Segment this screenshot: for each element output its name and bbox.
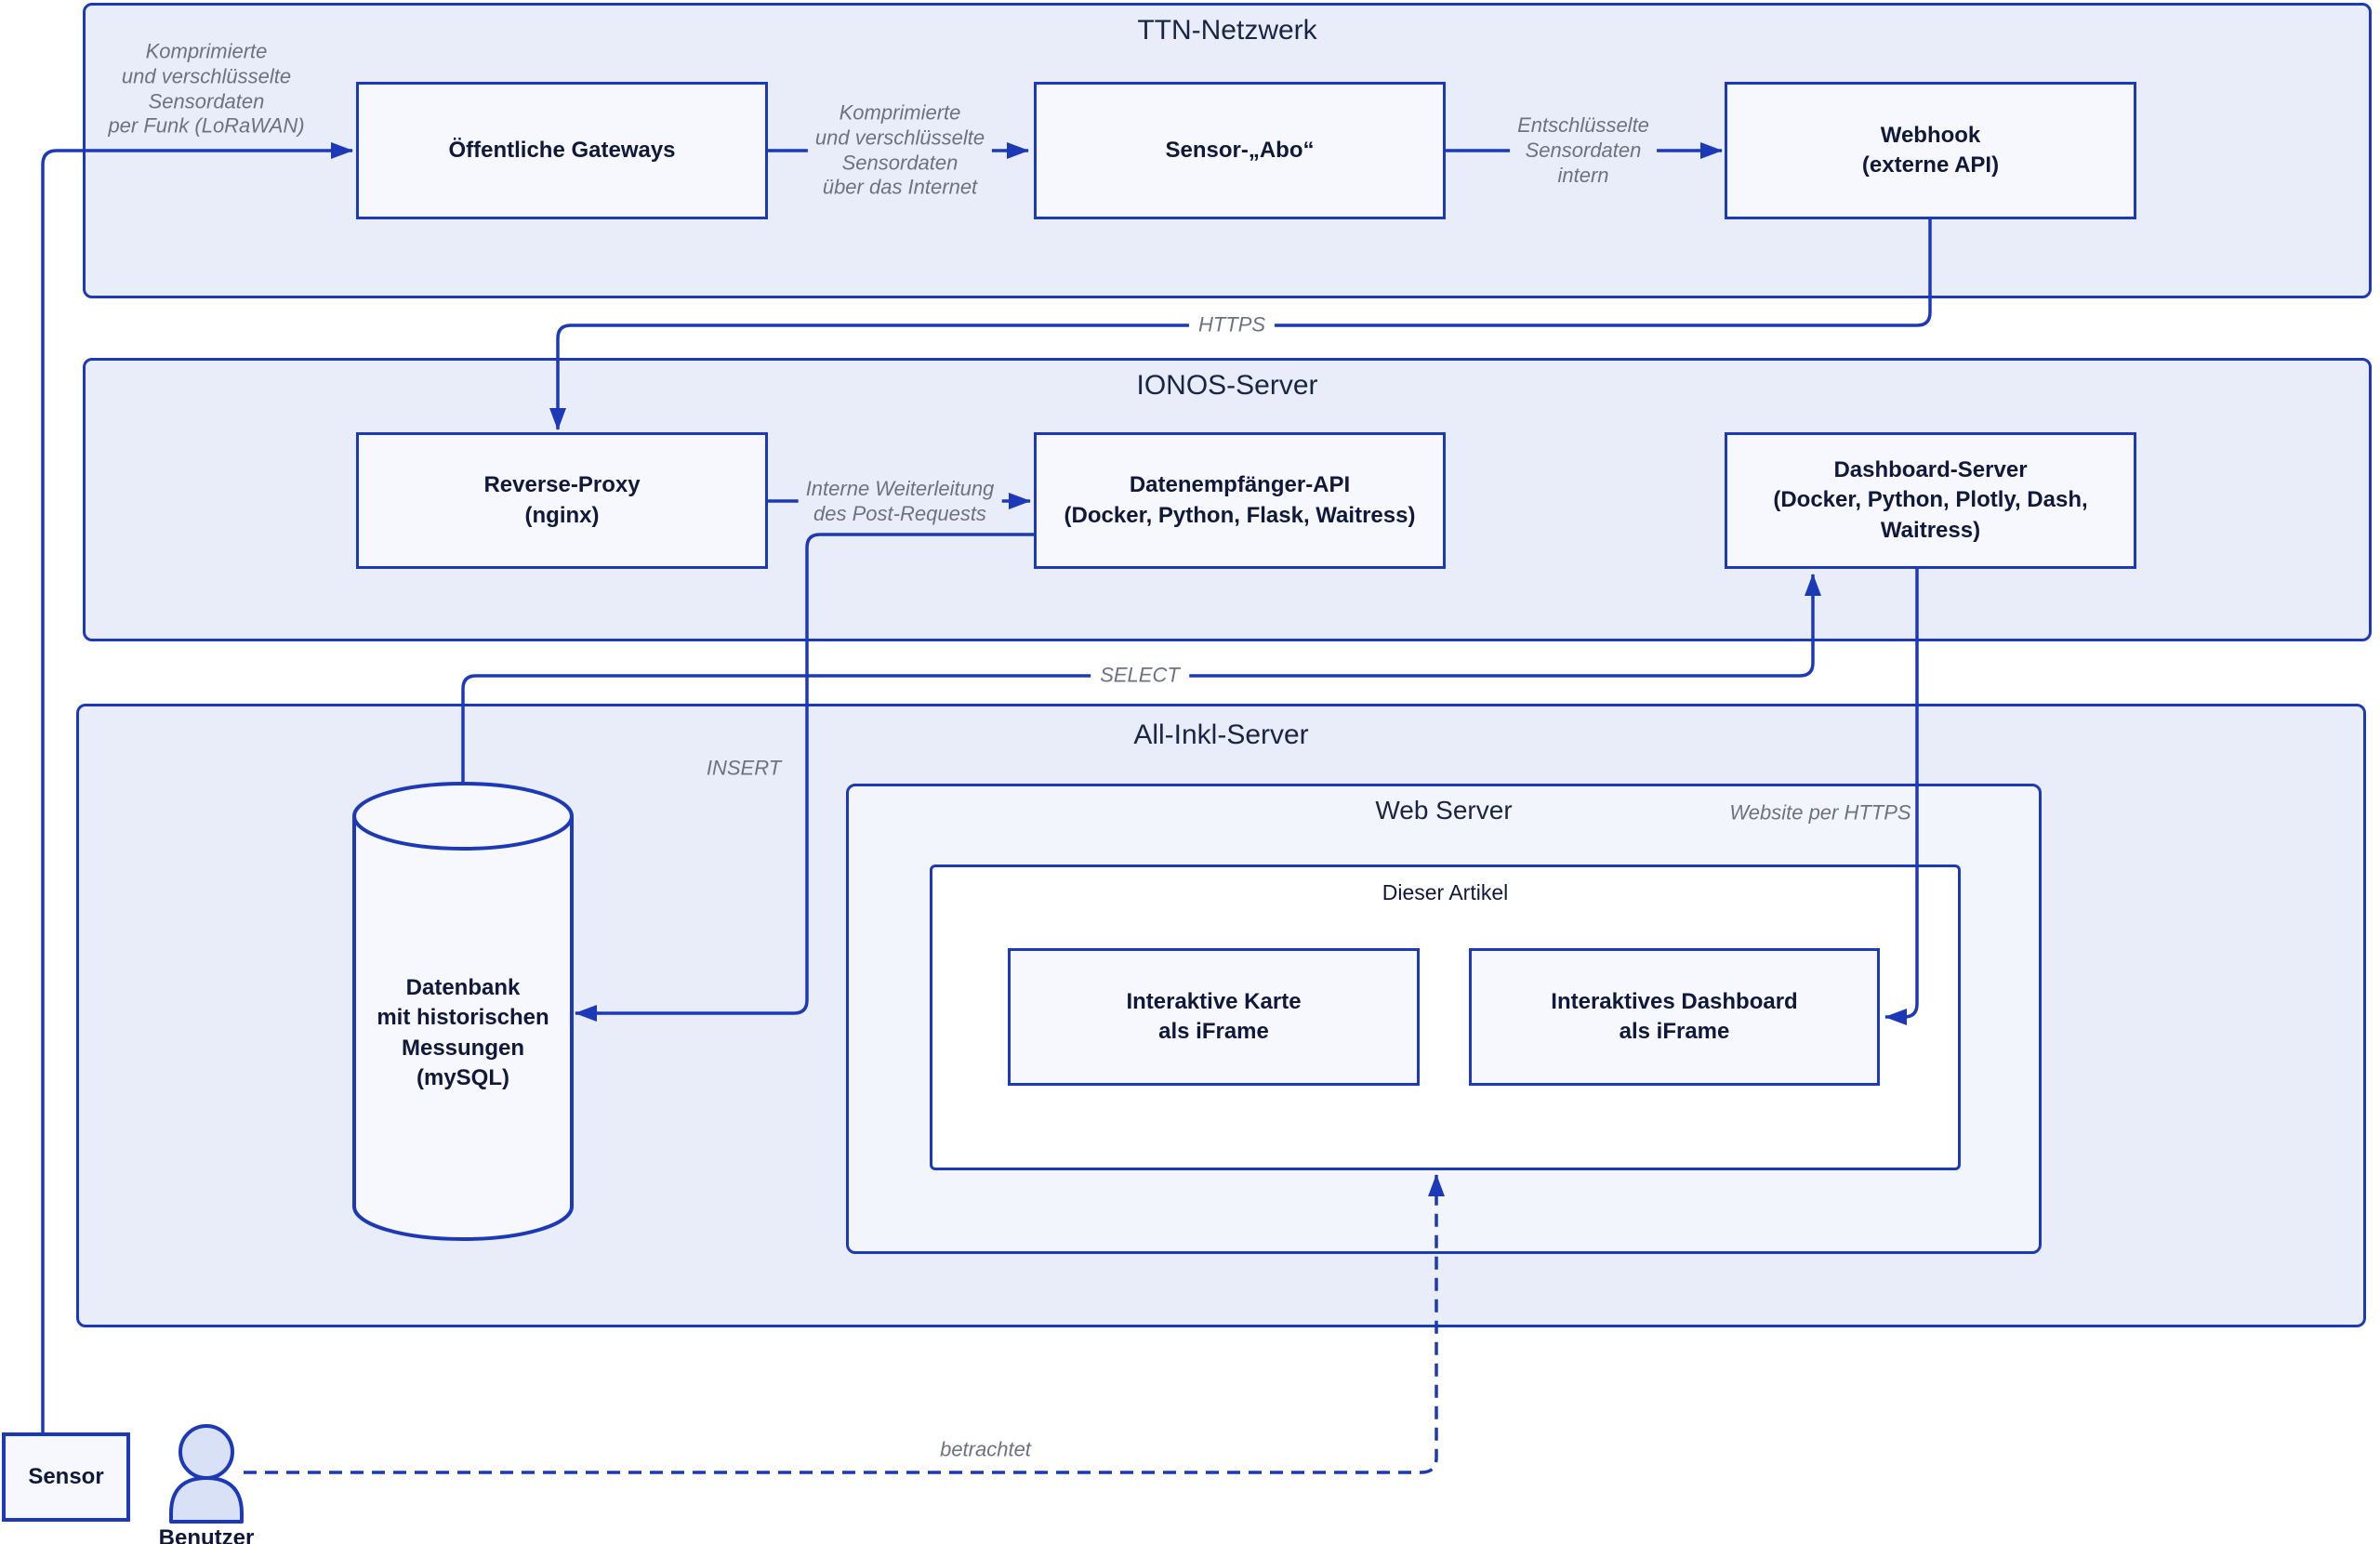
container-ionos-title: IONOS-Server: [1136, 370, 1318, 401]
edge-label-website-https: Website per HTTPS: [1729, 800, 1911, 825]
node-sensor-label: Sensor: [28, 1463, 104, 1489]
node-webhook-label: Webhook (externe API): [1861, 122, 2000, 178]
node-webhook: Webhook (externe API): [1725, 82, 2136, 219]
user-icon-body: [169, 1476, 244, 1524]
node-proxy-label: Reverse-Proxy (nginx): [483, 472, 641, 528]
database-cylinder-body: [352, 782, 574, 1241]
database-cylinder: [352, 782, 574, 1241]
edge-label-weiterleitung: Interne Weiterleitung des Post-Requests: [798, 476, 1002, 528]
node-datenempfaenger-api: Datenempfänger-API (Docker, Python, Flas…: [1034, 432, 1446, 569]
node-sensor-abo: Sensor-„Abo“: [1034, 82, 1446, 219]
node-karte-label: Interaktive Karte als iFrame: [1126, 988, 1302, 1044]
edge-betrachtet: [244, 1174, 1445, 1474]
edge-label-intern: Entschlüsselte Sensordaten intern: [1510, 112, 1657, 190]
edge-dashboard-to-iframe: [1884, 569, 1919, 1025]
benutzer-label: Benutzer: [158, 1524, 255, 1544]
node-sensor: Sensor: [2, 1432, 130, 1522]
node-interaktive-karte-iframe: Interaktive Karte als iFrame: [1008, 948, 1420, 1086]
node-reverse-proxy: Reverse-Proxy (nginx): [356, 432, 768, 569]
user-icon: [169, 1424, 244, 1524]
edge-label-lorawan: Komprimierte und verschlüsselte Sensorda…: [108, 39, 305, 138]
node-interaktives-dashboard-iframe: Interaktives Dashboard als iFrame: [1469, 948, 1880, 1086]
node-dashboard-label: Dashboard-Server (Docker, Python, Plotly…: [1773, 456, 2088, 543]
container-allinkl-title: All-Inkl-Server: [1133, 719, 1309, 750]
container-webserver-title: Web Server: [1375, 796, 1513, 825]
container-artikel-title: Dieser Artikel: [1382, 880, 1509, 904]
node-oeffentliche-gateways: Öffentliche Gateways: [356, 82, 768, 219]
node-dashboard-iframe-label: Interaktives Dashboard als iFrame: [1551, 988, 1798, 1044]
edge-label-https: HTTPS: [1188, 311, 1276, 339]
node-api-label: Datenempfänger-API (Docker, Python, Flas…: [1064, 472, 1416, 528]
node-abo-label: Sensor-„Abo“: [1165, 137, 1315, 163]
edge-label-insert: INSERT: [706, 756, 782, 780]
edge-sensor-to-gateways: [41, 142, 353, 1432]
node-gateways-label: Öffentliche Gateways: [448, 137, 676, 163]
edge-label-select: SELECT: [1091, 662, 1189, 690]
edge-label-internet: Komprimierte und verschlüsselte Sensorda…: [807, 99, 993, 202]
edge-label-betrachtet: betrachtet: [940, 1437, 1031, 1461]
container-ttn-title: TTN-Netzwerk: [1137, 15, 1317, 46]
edge-insert: [575, 533, 1034, 1022]
user-icon-head: [178, 1424, 234, 1480]
database-cylinder-lid: [352, 815, 574, 851]
node-dashboard-server: Dashboard-Server (Docker, Python, Plotly…: [1725, 432, 2136, 569]
database-label: Datenbank mit historischen Messungen (my…: [377, 975, 549, 1091]
